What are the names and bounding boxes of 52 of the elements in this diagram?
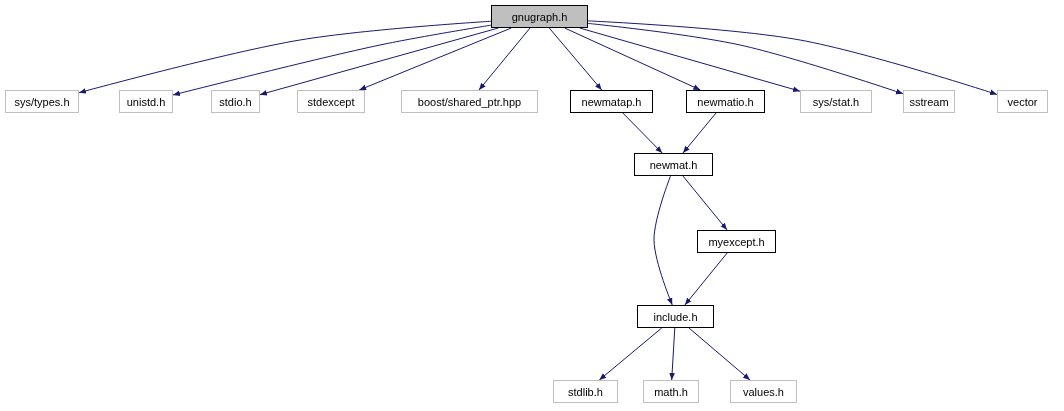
- arrow: [653, 175, 673, 306]
- file-node: [491, 5, 588, 28]
- file-name: include.h: [653, 310, 698, 323]
- file-name: boost/shared_ptr.hpp: [417, 95, 522, 108]
- file-node: [686, 90, 765, 113]
- file-node: [119, 90, 173, 113]
- arrow: [682, 112, 717, 154]
- file-node: [297, 90, 365, 113]
- file-name: newmatio.h: [697, 95, 754, 108]
- file-node: [5, 90, 79, 113]
- file-name: stdexcept: [307, 95, 355, 108]
- file-node: [211, 90, 260, 113]
- arrow: [622, 112, 663, 154]
- file-node: [800, 90, 872, 113]
- file-name: sstream: [909, 95, 949, 108]
- arrow: [587, 22, 904, 95]
- arrow: [358, 27, 512, 91]
- file-node: [697, 230, 776, 253]
- file-node: [903, 90, 955, 113]
- arrow: [684, 252, 728, 306]
- arrow: [548, 27, 603, 91]
- file-node: [570, 90, 653, 113]
- file-name: newmat.h: [649, 158, 698, 171]
- file-name: stdlib.h: [568, 385, 603, 398]
- file-name: gnugraph.h: [511, 10, 568, 23]
- arrow: [669, 327, 676, 381]
- file-name: sys/types.h: [14, 95, 70, 108]
- file-name: newmatap.h: [581, 95, 642, 108]
- file-name: sys/stat.h: [812, 95, 860, 108]
- file-node: [643, 380, 699, 403]
- arrow: [478, 27, 531, 91]
- file-name: unistd.h: [126, 95, 166, 108]
- arrow: [564, 27, 701, 91]
- file-name: math.h: [654, 385, 688, 398]
- arrow: [598, 327, 663, 381]
- arrow: [688, 327, 751, 381]
- file-name: values.h: [743, 385, 784, 398]
- file-name: vector: [1007, 95, 1038, 108]
- file-name: stdio.h: [219, 95, 252, 108]
- file-node: [730, 380, 797, 403]
- arrow: [587, 20, 998, 95]
- file-node: [553, 380, 618, 403]
- file-name: myexcept.h: [708, 235, 765, 248]
- arrow: [172, 24, 492, 96]
- arrow: [579, 27, 801, 92]
- arrow: [682, 175, 728, 231]
- file-node: [637, 305, 714, 328]
- arrow: [259, 27, 499, 96]
- file-node: [634, 153, 713, 176]
- file-node: [401, 90, 538, 113]
- file-node: [997, 90, 1048, 113]
- arrow: [78, 20, 492, 94]
